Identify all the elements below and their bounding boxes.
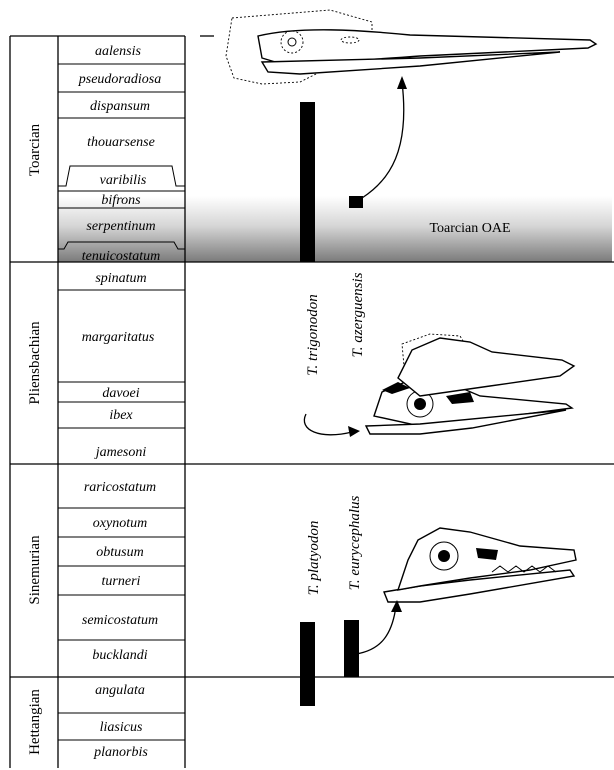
range-bar-eurycephalus — [344, 620, 359, 677]
zone-label-dispansum: dispansum — [90, 99, 150, 114]
zone-label-tenuicostatum: tenuicostatum — [82, 249, 161, 264]
zone-label-spinatum: spinatum — [95, 271, 146, 286]
range-bar-azerguensis — [349, 196, 363, 208]
taxon-label-azerguensis: T. azerguensis — [350, 272, 366, 357]
range-bar-trigonodon — [300, 102, 315, 262]
stage-label-toarcian: Toarcian — [27, 123, 43, 176]
zone-label-serpentinum: serpentinum — [86, 219, 155, 234]
zone-label-varibilis: varibilis — [100, 173, 147, 188]
zone-label-oxynotum: oxynotum — [93, 516, 147, 531]
taxon-label-trigonodon: T. trigonodon — [305, 294, 321, 375]
zone-label-liasicus: liasicus — [100, 720, 143, 735]
zone-label-jamesoni: jamesoni — [94, 445, 147, 460]
zone-label-angulata: angulata — [95, 683, 145, 698]
zone-label-turneri: turneri — [102, 574, 141, 589]
arrow-trigonodon — [304, 414, 352, 435]
arrow-head-trigonodon — [348, 426, 360, 437]
zone-label-aalensis: aalensis — [95, 44, 141, 59]
arrow-azerguensis — [362, 82, 404, 198]
zone-label-thouarsense: thouarsense — [87, 135, 155, 150]
stage-label-hettangian: Hettangian — [27, 689, 43, 755]
zone-label-bifrons: bifrons — [101, 193, 141, 208]
arrow-head-azerguensis — [397, 76, 407, 89]
taxon-label-eurycephalus: T. eurycephalus — [347, 495, 363, 590]
zone-label-bucklandi: bucklandi — [92, 648, 147, 663]
arrow-eurycephalus — [356, 606, 396, 654]
zone-label-ibex: ibex — [109, 408, 133, 423]
range-bar-platyodon — [300, 622, 315, 706]
zone-label-pseudoradiosa: pseudoradiosa — [78, 72, 161, 87]
zone-label-davoei: davoei — [102, 386, 139, 401]
stage-label-sinemurian: Sinemurian — [27, 535, 43, 605]
zone-label-obtusum: obtusum — [96, 545, 143, 560]
zone-label-raricostatum: raricostatum — [84, 480, 156, 495]
zone-label-semicostatum: semicostatum — [82, 613, 158, 628]
stage-label-pliensbachian: Pliensbachian — [27, 321, 43, 405]
taxon-label-platyodon: T. platyodon — [306, 521, 322, 596]
zone-label-margaritatus: margaritatus — [82, 330, 155, 345]
skull-drawing-azerguensis — [226, 10, 596, 84]
zone-label-planorbis: planorbis — [93, 745, 148, 760]
toarcian-oae-label: Toarcian OAE — [429, 221, 510, 236]
